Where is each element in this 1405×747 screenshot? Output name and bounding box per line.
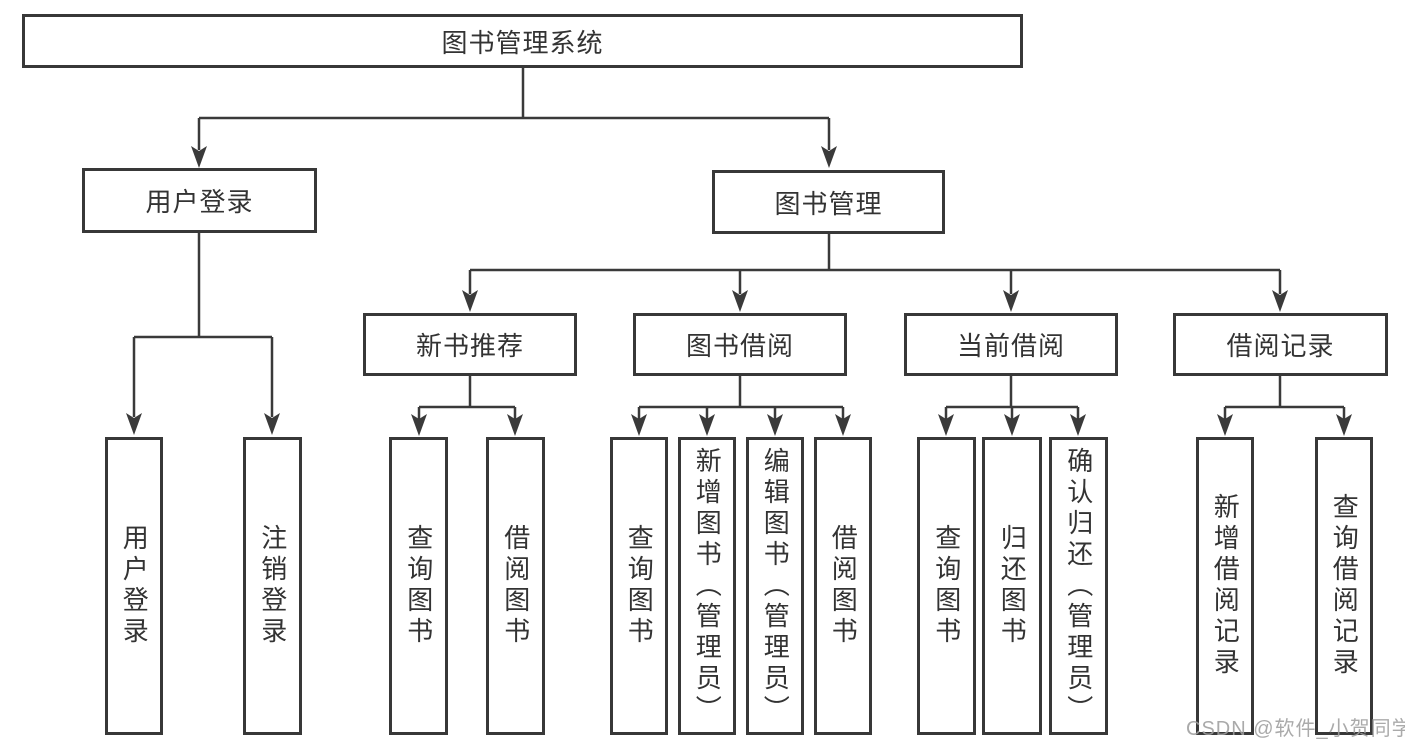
csdn-watermark: CSDN @软件_小贺同学 <box>1186 718 1405 740</box>
edge-current-borrowing-to-leaves <box>944 376 1080 420</box>
node-return-books: 归还图书 <box>982 437 1042 735</box>
arrowheads <box>126 146 1352 436</box>
node-book-borrowing: 图书借阅 <box>633 313 847 376</box>
edge-book-management-to-level3 <box>468 234 1282 294</box>
node-query-books-borrowing: 查询图书 <box>610 437 668 735</box>
node-label: 图书借阅 <box>685 331 794 361</box>
node-label: 编辑图书（管理员） <box>760 446 791 726</box>
node-user-login: 用户登录 <box>82 168 317 233</box>
node-logout: 注销登录 <box>243 437 302 735</box>
node-label: 图书管理 <box>774 188 883 219</box>
node-add-book-admin: 新增图书（管理员） <box>678 437 736 735</box>
node-edit-book-admin: 编辑图书（管理员） <box>746 437 804 735</box>
node-label: 归还图书 <box>997 524 1028 648</box>
node-label: 借阅图书 <box>828 524 859 648</box>
node-borrow-books: 借阅图书 <box>814 437 872 735</box>
edge-user-login-to-leaves <box>132 233 274 417</box>
edge-book-borrowing-to-leaves <box>637 376 845 420</box>
node-add-borrow-record: 新增借阅记录 <box>1196 437 1254 735</box>
node-label: 确认归还（管理员） <box>1063 446 1094 726</box>
node-book-management: 图书管理 <box>712 170 945 234</box>
edge-new-book-recommendation-to-leaves <box>417 376 517 420</box>
node-query-books-recommendation: 查询图书 <box>389 437 448 735</box>
node-label: 借阅图书 <box>500 524 531 648</box>
node-borrowing-records: 借阅记录 <box>1173 313 1388 376</box>
node-label: 图书管理系统 <box>441 27 604 58</box>
node-label: 新增图书（管理员） <box>692 446 723 726</box>
node-label: 注销登录 <box>257 524 288 648</box>
node-label: 新书推荐 <box>415 331 524 361</box>
node-label: 用户登录 <box>119 524 150 648</box>
node-label: 查询图书 <box>931 524 962 648</box>
node-current-borrowing: 当前借阅 <box>904 313 1118 376</box>
edge-root-to-level2 <box>197 68 831 150</box>
edge-borrowing-records-to-leaves <box>1223 376 1346 420</box>
node-label: 用户登录 <box>145 187 254 217</box>
node-borrow-books-recommendation: 借阅图书 <box>486 437 545 735</box>
node-confirm-return-admin: 确认归还（管理员） <box>1049 437 1108 735</box>
node-label: 查询图书 <box>624 524 655 648</box>
node-query-books-current: 查询图书 <box>917 437 976 735</box>
node-user-login-leaf: 用户登录 <box>105 437 163 735</box>
node-label: 查询图书 <box>403 524 434 648</box>
node-label: 查询借阅记录 <box>1329 493 1360 679</box>
node-library-management-system: 图书管理系统 <box>22 14 1023 68</box>
node-label: 新增借阅记录 <box>1210 493 1241 679</box>
node-query-borrow-record: 查询借阅记录 <box>1315 437 1373 735</box>
node-new-book-recommendation: 新书推荐 <box>363 313 577 376</box>
node-label: 借阅记录 <box>1226 331 1335 361</box>
node-label: 当前借阅 <box>956 331 1065 361</box>
